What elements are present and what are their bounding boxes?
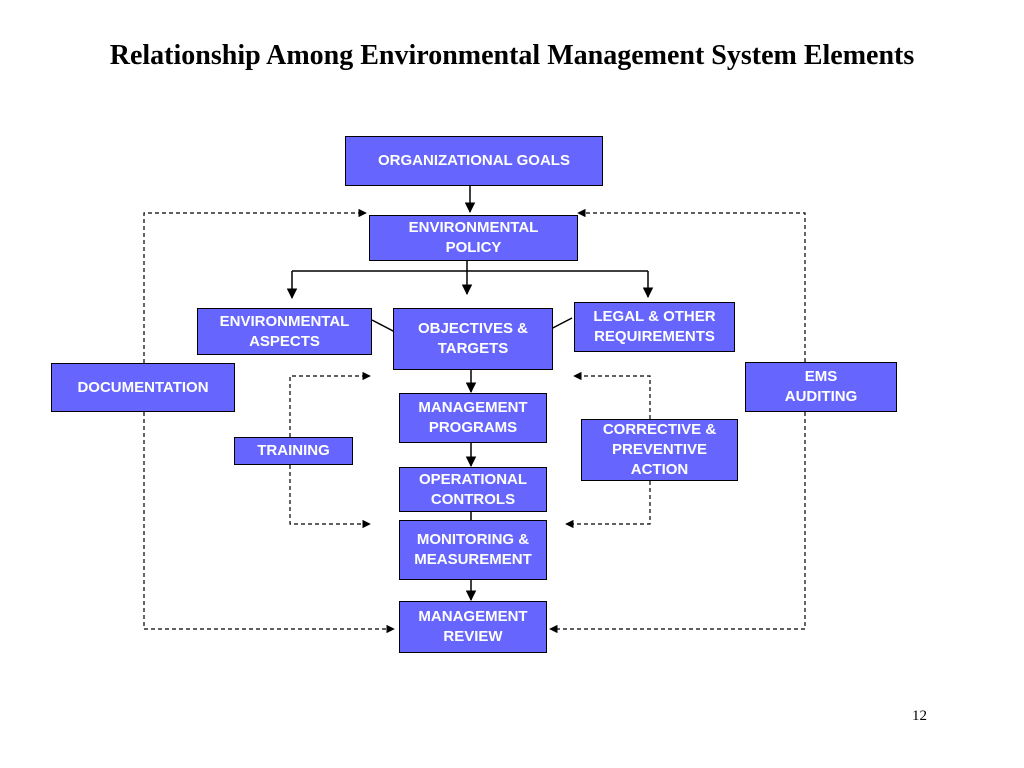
environmental-aspects-box: ENVIRONMENTAL ASPECTS [197,308,372,355]
environmental-aspects-label: ENVIRONMENTAL ASPECTS [219,312,350,350]
operational-controls-label: OPERATIONAL CONTROLS [418,470,528,508]
environmental-policy-box: ENVIRONMENTAL POLICY [369,215,578,261]
dashed-left-bottom-arrow [143,412,395,634]
operational-controls-box: OPERATIONAL CONTROLS [399,467,547,512]
ems-auditing-label: EMS AUDITING [784,368,858,405]
management-programs-box: MANAGEMENT PROGRAMS [399,393,547,443]
monitoring-measurement-box: MONITORING & MEASUREMENT [399,520,547,580]
documentation-box: DOCUMENTATION [51,363,235,412]
organizational-goals-box: ORGANIZATIONAL GOALS [345,136,603,186]
legal-requirements-label: LEGAL & OTHER REQUIREMENTS [593,308,716,345]
management-review-label: MANAGEMENT REVIEW [418,608,528,645]
management-programs-label: MANAGEMENT PROGRAMS [418,399,528,436]
dashed-inner-right-top-arrow [573,371,651,419]
objectives-targets-label: OBJECTIVES & TARGETS [417,320,529,357]
dashed-inner-left-top-arrow [289,371,371,437]
legal-requirements-box: LEGAL & OTHER REQUIREMENTS [574,302,735,352]
corrective-action-box: CORRECTIVE & PREVENTIVE ACTION [581,419,738,481]
environmental-policy-label: ENVIRONMENTAL POLICY [408,219,539,256]
dashed-left-top-arrow [143,208,367,363]
corrective-action-label: CORRECTIVE & PREVENTIVE ACTION [602,421,717,478]
documentation-label: DOCUMENTATION [77,378,209,396]
dashed-right-bottom-arrow [549,412,806,634]
ems-auditing-box: EMS AUDITING [745,362,897,412]
monitoring-measurement-label: MONITORING & MEASUREMENT [414,531,532,568]
dashed-right-top-arrow [577,208,806,362]
slide-title: Relationship Among Environmental Managem… [109,40,915,71]
organizational-goals-label: ORGANIZATIONAL GOALS [378,152,570,169]
dashed-inner-right-bottom-arrow [565,481,651,529]
training-label: TRAINING [257,442,330,459]
dashed-inner-left-bottom-arrow [289,465,371,529]
page-number: 12 [912,708,927,724]
objectives-targets-box: OBJECTIVES & TARGETS [393,308,553,370]
management-review-box: MANAGEMENT REVIEW [399,601,547,653]
training-box: TRAINING [234,437,353,465]
